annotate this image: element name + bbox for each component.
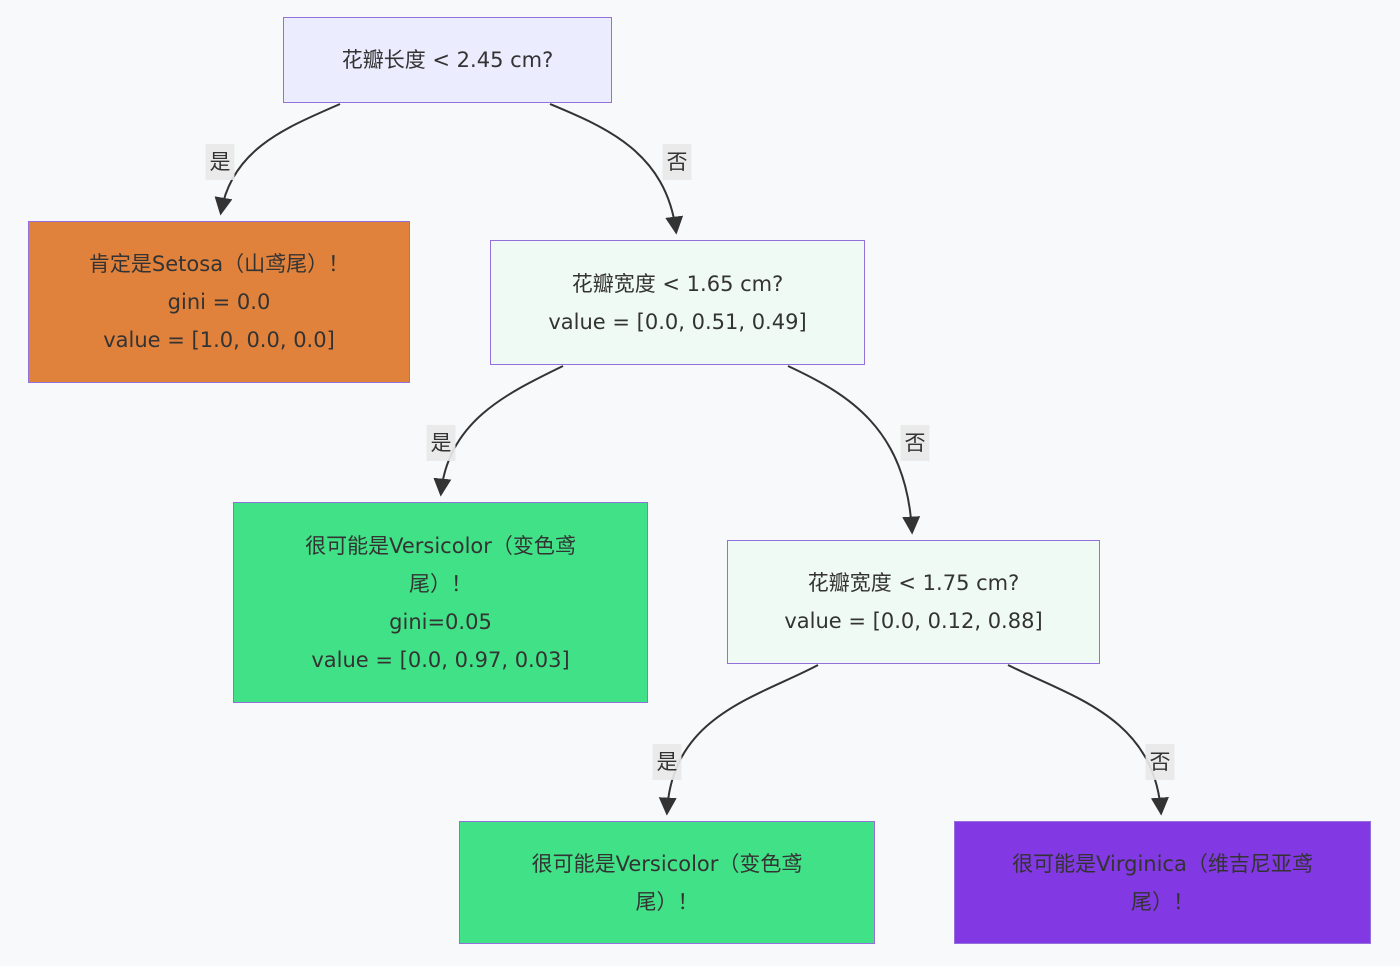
node-leaf-versicolor-detail: 很可能是Versicolor（变色鸢尾）！ gini=0.05 value = … [233,502,648,703]
edge-petal-width-1-65-to-petal-width-1-75 [787,365,921,535]
edge-label-no: 否 [900,424,930,462]
node-text-line: gini=0.05 [389,609,492,634]
node-text-line: gini = 0.0 [167,290,271,314]
node-root-question: 花瓣长度 < 2.45 cm? [283,17,612,103]
node-text-line: 很可能是Versicolor（变色鸢尾）！ [531,851,803,914]
edge-petal-width-1-75-to-virginica [1007,664,1169,816]
node-text-line: 很可能是Virginica（维吉尼亚鸢尾）！ [1012,851,1313,914]
node-text-line: 花瓣宽度 < 1.65 cm? [571,271,784,296]
edge-root-to-setosa [214,103,341,216]
edge-label-no: 否 [1145,743,1175,781]
edge-petal-width-1-75-to-versicolor [658,664,819,816]
edge-label-no: 否 [662,143,692,181]
edge-label-yes: 是 [426,424,456,462]
edge-petal-width-1-65-to-versicolor-detail [433,365,564,497]
edge-label-yes: 是 [205,143,235,181]
node-leaf-versicolor: 很可能是Versicolor（变色鸢尾）！ [459,821,875,944]
node-text-line: value = [0.0, 0.51, 0.49] [548,309,807,334]
edge-root-to-petal-width-1-65 [549,103,684,235]
node-text-line: 肯定是Setosa（山鸢尾）！ [88,252,350,276]
edge-label-yes: 是 [652,743,682,781]
node-text-line: 很可能是Versicolor（变色鸢尾）！ [305,533,576,596]
node-question-petal-width-1-65: 花瓣宽度 < 1.65 cm? value = [0.0, 0.51, 0.49… [490,240,865,365]
node-text-line: 花瓣宽度 < 1.75 cm? [807,571,1020,595]
node-leaf-virginica: 很可能是Virginica（维吉尼亚鸢尾）！ [954,821,1371,944]
node-text-line: value = [1.0, 0.0, 0.0] [103,328,335,352]
node-text-line: value = [0.0, 0.97, 0.03] [311,647,570,672]
node-text-line: 花瓣长度 < 2.45 cm? [341,48,554,72]
node-leaf-setosa: 肯定是Setosa（山鸢尾）！ gini = 0.0 value = [1.0,… [28,221,410,383]
node-question-petal-width-1-75: 花瓣宽度 < 1.75 cm? value = [0.0, 0.12, 0.88… [727,540,1100,664]
node-text-line: value = [0.0, 0.12, 0.88] [784,609,1043,633]
